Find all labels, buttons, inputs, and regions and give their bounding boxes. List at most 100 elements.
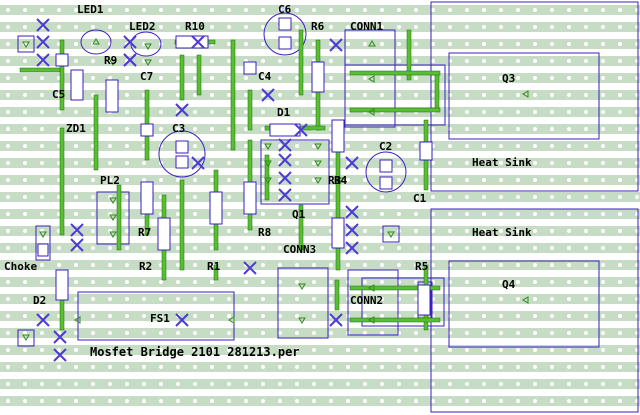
strip-hole (176, 93, 180, 97)
label-c6: C6 (278, 3, 292, 16)
strip-hole (6, 42, 10, 46)
strip-hole (482, 144, 486, 148)
strip-hole (125, 246, 129, 250)
strip-hole (397, 127, 401, 131)
strip-hole (380, 263, 384, 267)
strip-hole (125, 195, 129, 199)
strip-hole (244, 42, 248, 46)
strip-hole (278, 331, 282, 335)
strip-hole (74, 144, 78, 148)
strip-hole (227, 110, 231, 114)
strip-hole (176, 297, 180, 301)
copper-strip (0, 311, 640, 321)
strip-hole (261, 314, 265, 318)
strip-hole (125, 8, 129, 12)
strip-hole (329, 76, 333, 80)
strip-hole (125, 229, 129, 233)
strip-hole (210, 263, 214, 267)
strip-hole (91, 399, 95, 403)
strip-hole (108, 297, 112, 301)
pad-r8-side (382, 225, 400, 243)
strip-hole (142, 246, 146, 250)
strip-hole (312, 93, 316, 97)
track-cut (175, 103, 189, 117)
strip-hole (482, 93, 486, 97)
strip-hole (499, 8, 503, 12)
strip-hole (584, 76, 588, 80)
copper-strip (0, 226, 640, 236)
strip-hole (74, 331, 78, 335)
pin-marker (368, 75, 375, 83)
pin-marker (264, 177, 272, 184)
strip-hole (618, 127, 622, 131)
pin-marker (368, 316, 375, 324)
strip-hole (193, 229, 197, 233)
strip-hole (363, 144, 367, 148)
strip-hole (516, 178, 520, 182)
label-q4: Q4 (502, 278, 516, 291)
label-q1: Q1 (292, 208, 306, 221)
strip-hole (40, 178, 44, 182)
c2-body (365, 151, 407, 193)
strip-hole (57, 348, 61, 352)
strip-hole (550, 76, 554, 80)
strip-hole (414, 212, 418, 216)
strip-hole (40, 195, 44, 199)
c4-body (243, 61, 257, 75)
strip-hole (618, 59, 622, 63)
strip-hole (567, 314, 571, 318)
strip-hole (6, 297, 10, 301)
strip-hole (210, 76, 214, 80)
label-pl2: PL2 (100, 174, 120, 187)
strip-hole (363, 246, 367, 250)
strip-hole (550, 399, 554, 403)
led1-body (80, 29, 112, 55)
copper-strip (0, 5, 640, 15)
pin-marker (74, 316, 81, 324)
strip-hole (363, 76, 367, 80)
strip-hole (295, 280, 299, 284)
strip-hole (108, 263, 112, 267)
strip-hole (431, 399, 435, 403)
conn2-outline (347, 269, 399, 336)
strip-hole (108, 8, 112, 12)
strip-hole (397, 144, 401, 148)
strip-hole (363, 25, 367, 29)
strip-hole (414, 93, 418, 97)
strip-hole (23, 331, 27, 335)
strip-hole (74, 161, 78, 165)
strip-hole (482, 212, 486, 216)
c1-body (419, 141, 433, 161)
strip-hole (465, 314, 469, 318)
strip-hole (465, 195, 469, 199)
c5-body (70, 69, 84, 101)
strip-hole (482, 161, 486, 165)
led1-pad-outline (17, 35, 35, 53)
strip-hole (584, 127, 588, 131)
choke-outline (35, 225, 51, 261)
strip-hole (346, 178, 350, 182)
strip-hole (465, 246, 469, 250)
strip-hole (74, 178, 78, 182)
strip-hole (380, 93, 384, 97)
strip-hole (601, 93, 605, 97)
strip-hole (74, 127, 78, 131)
strip-hole (23, 161, 27, 165)
strip-hole (278, 314, 282, 318)
strip-hole (227, 246, 231, 250)
strip-hole (125, 25, 129, 29)
label-conn3: CONN3 (283, 243, 316, 256)
strip-hole (295, 8, 299, 12)
d2-body (55, 269, 69, 301)
strip-hole (499, 314, 503, 318)
strip-hole (125, 314, 129, 318)
strip-hole (227, 229, 231, 233)
strip-hole (74, 280, 78, 284)
strip-hole (567, 161, 571, 165)
strip-hole (312, 110, 316, 114)
track-cut (278, 153, 292, 167)
label-heat-sink-top: Heat Sink (472, 156, 532, 169)
strip-hole (227, 212, 231, 216)
strip-hole (465, 297, 469, 301)
strip-hole (74, 399, 78, 403)
